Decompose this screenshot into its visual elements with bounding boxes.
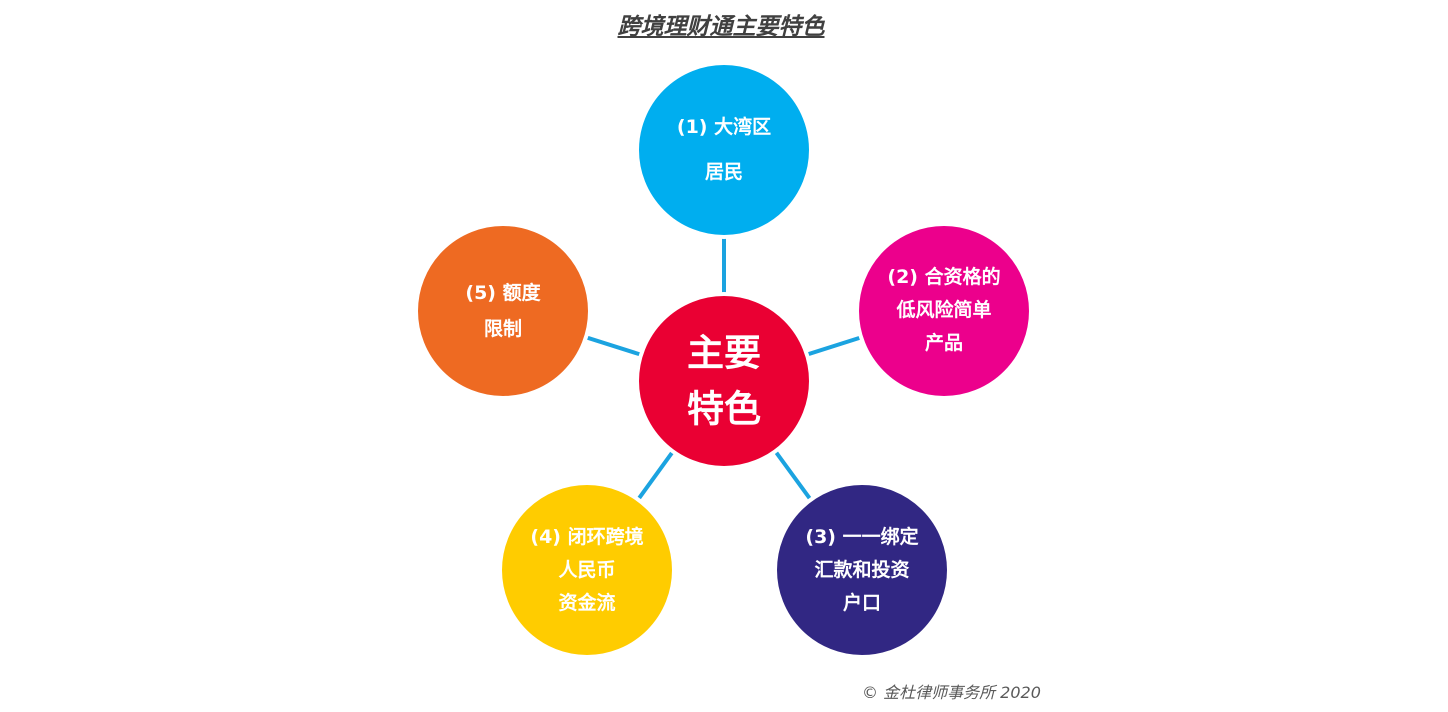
node-circle [635,61,813,239]
node-one-to-one-accounts: (3) 一一绑定 汇款和投资 户口 [773,481,951,659]
node-label-line: 居民 [705,161,743,183]
node-label-line: 汇款和投资 [814,558,909,581]
node-label-line: 人民币 [558,559,615,581]
node-label-line: 限制 [484,317,522,340]
center-label-line: 特色 [687,388,761,431]
diagram-title: 跨境理财通主要特色 [617,14,825,40]
node-label-line: 户口 [843,591,881,614]
node-quota-limits: (5) 额度 限制 [414,222,592,400]
center-circle [635,292,813,470]
node-circle [773,481,951,659]
node-label-line: (4) 闭环跨境 [530,525,643,548]
node-label-line: 低风险简单 [895,298,991,321]
center-node-main-features: 主要 特色 [635,292,813,470]
node-circle [855,222,1033,400]
node-eligible-low-risk-products: (2) 合资格的 低风险简单 产品 [855,222,1033,400]
node-circle [414,222,592,400]
node-closed-loop-rmb-flow: (4) 闭环跨境 人民币 资金流 [498,481,676,659]
node-label-line: (2) 合资格的 [887,265,1000,288]
node-label-line: (3) 一一绑定 [805,525,918,548]
node-label-line: 资金流 [558,591,615,614]
node-circle [498,481,676,659]
node-great-bay-area-residents: (1) 大湾区 居民 [635,61,813,239]
node-label-line: 产品 [925,331,963,354]
node-label-line: (1) 大湾区 [677,115,771,138]
center-label-line: 主要 [687,332,761,375]
copyright-footer: © 金杜律师事务所 2020 [862,683,1041,702]
node-label-line: (5) 额度 [465,281,541,304]
